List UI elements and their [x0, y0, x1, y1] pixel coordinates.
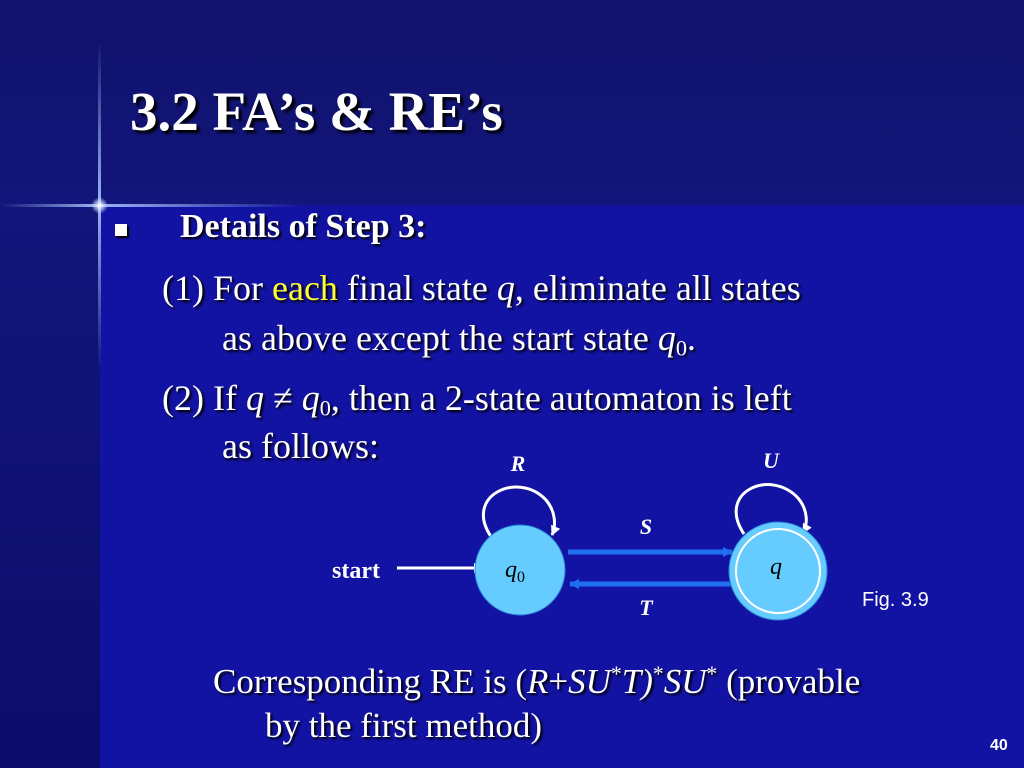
step1-line2: as above except the start state q0.: [222, 318, 696, 359]
state-q0-circle: [474, 524, 566, 616]
step2-neq-symbol: ≠: [263, 378, 302, 418]
loop-label-r: R: [510, 451, 526, 476]
state-q-label: q: [770, 554, 782, 580]
content-background: [100, 205, 1024, 768]
step1-text-end: , eliminate all states: [514, 268, 801, 308]
page-number: 40: [990, 737, 1008, 754]
header-background: [0, 0, 1024, 205]
re-var-su-2: SU: [663, 662, 707, 701]
state-q0-label: q0: [505, 557, 525, 586]
step1-prefix: (1) For: [162, 268, 272, 308]
left-margin-background: [0, 205, 100, 768]
re-star-2: *: [652, 662, 664, 687]
edge-label-s: S: [640, 514, 652, 539]
sparkle-star-icon: [91, 197, 108, 214]
step2-var-q0: q: [301, 378, 320, 418]
re-star-3: *: [706, 662, 718, 687]
re-plus: +: [548, 662, 569, 701]
re-var-su: SU: [568, 662, 611, 701]
step1-period: .: [686, 318, 696, 358]
state-q-outer-circle: [728, 521, 828, 621]
re-close-paren: ): [641, 662, 653, 701]
corresponding-re-line1: Corresponding RE is (R+SU*T)*SU* (provab…: [213, 662, 861, 701]
bullet-heading: Details of Step 3:: [180, 208, 427, 245]
step2-var-q: q: [245, 378, 264, 418]
corresponding-re-line2: by the first method): [265, 706, 543, 745]
step1-var-q: q: [496, 268, 515, 308]
bullet-square-icon: [115, 224, 127, 236]
step2-text: , then a 2-state automaton is left: [330, 378, 792, 418]
step1-subscript: 0: [675, 335, 687, 361]
sparkle-horizontal-decoration: [0, 204, 300, 207]
re-var-t: T: [621, 662, 642, 701]
step2-prefix: (2) If: [162, 378, 246, 418]
loop-label-u: U: [763, 448, 780, 473]
slide-title: 3.2 FA’s & RE’s: [130, 81, 503, 142]
re-suffix: (provable: [717, 662, 861, 701]
state-q-inner-circle: [735, 528, 821, 614]
step2-subscript: 0: [319, 395, 331, 421]
step1-highlight-each: each: [272, 268, 338, 308]
re-prefix: Corresponding RE is (: [213, 662, 528, 701]
step1-var-q0: q: [657, 318, 676, 358]
step2-line2: as follows:: [222, 426, 379, 466]
step1-line2-text: as above except the start state: [222, 318, 658, 358]
re-star-1: *: [610, 662, 622, 687]
edge-label-t: T: [639, 595, 654, 620]
loop-start-state: [482, 485, 561, 539]
loop-final-state: [734, 483, 812, 535]
re-var-r: R: [527, 662, 549, 701]
figure-caption: Fig. 3.9: [862, 589, 929, 611]
step1-line1: (1) For each final state q, eliminate al…: [162, 270, 801, 306]
step1-text: final state: [337, 268, 497, 308]
step2-line1: (2) If q ≠ q0, then a 2-state automaton …: [162, 378, 792, 419]
start-label: start: [332, 558, 380, 584]
